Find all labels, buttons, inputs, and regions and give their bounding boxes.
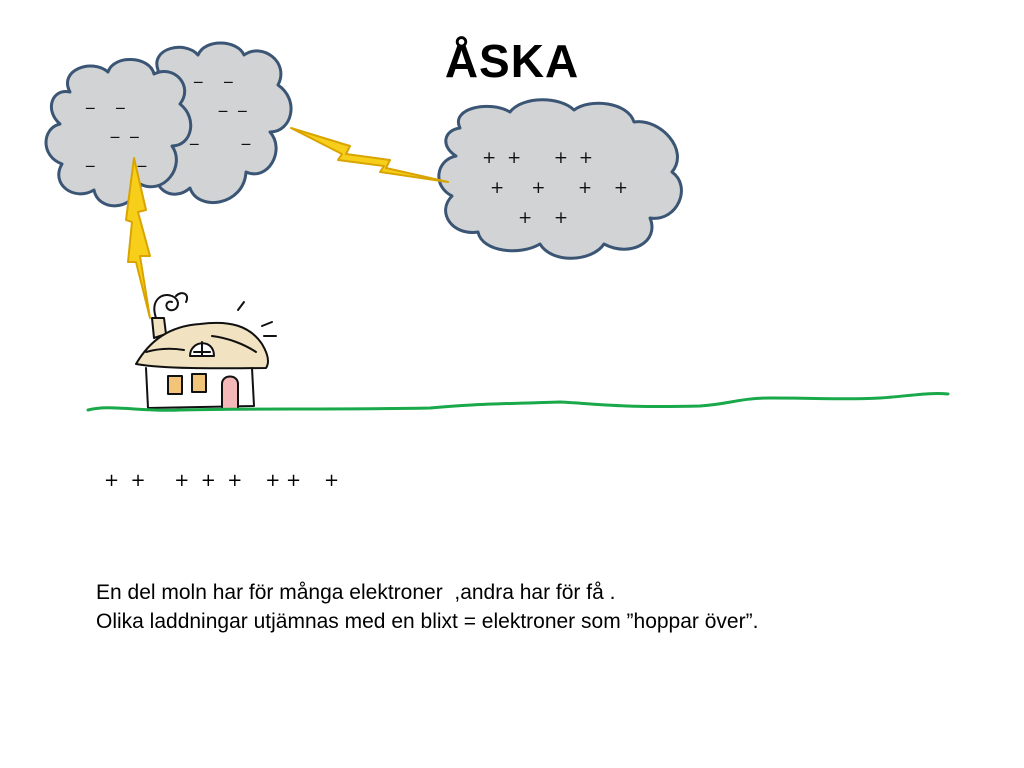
negative-cloud-left-charges-row-2: _ _ <box>100 119 139 139</box>
ground-charges: + + + + + + + + <box>104 470 340 491</box>
negative-cloud-back-charges-row-3: _ _ <box>190 126 251 146</box>
positive-cloud-charges-row-2: + + + + <box>490 178 629 198</box>
caption-line-1: En del moln har för många elektroner ,an… <box>96 581 616 604</box>
positive-cloud-charges-row-1: + + + + <box>482 148 594 168</box>
lightning-bolt-vertical <box>125 157 151 319</box>
caption: En del moln har för många elektroner ,an… <box>96 578 758 636</box>
negative-cloud-back-charges-row-2: _ _ <box>208 93 247 113</box>
negative-cloud-left <box>44 58 193 208</box>
slide-title: ÅSKA <box>444 35 580 87</box>
negative-cloud-left-charges-row-3: _ _ <box>86 148 147 168</box>
house-illustration <box>135 292 277 409</box>
lightning-bolt-horizontal <box>290 127 449 183</box>
ground-line <box>86 391 950 412</box>
positive-cloud-charges-row-3: + + <box>518 208 569 228</box>
caption-line-2: Olika laddningar utjämnas med en blixt =… <box>96 610 759 633</box>
positive-cloud <box>437 98 683 260</box>
negative-cloud-left-charges-row-1: _ _ <box>86 90 125 110</box>
negative-cloud-back-charges-row-1: _ _ <box>194 64 233 84</box>
